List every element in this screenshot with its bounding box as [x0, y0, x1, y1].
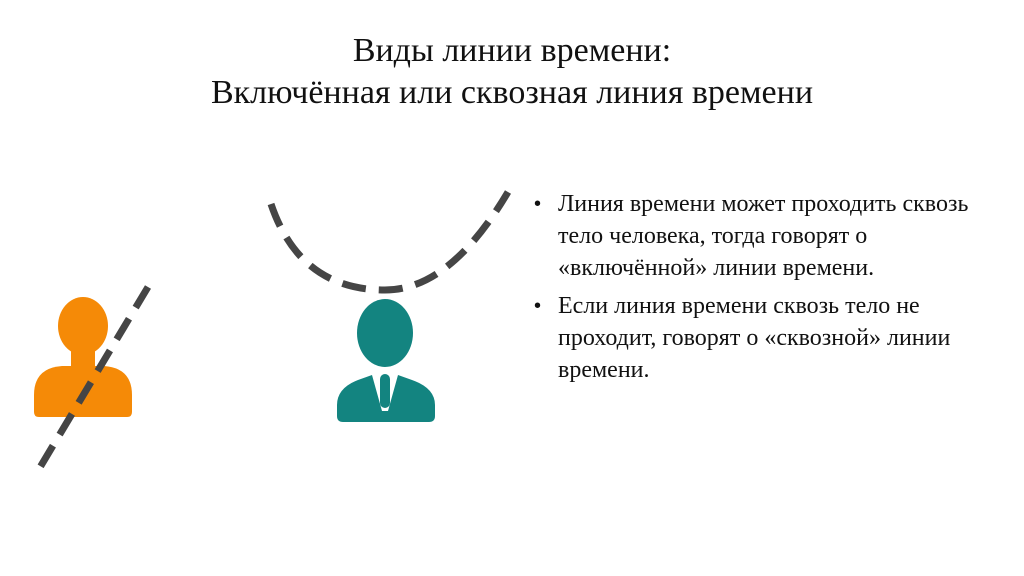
- bullet-icon: •: [534, 193, 542, 215]
- passing-timeline-dashed-arc: [267, 190, 512, 294]
- title-line-2: Включённая или сквозная линия времени: [210, 74, 814, 111]
- bullet-item: • Если линия времени сквозь тело не прох…: [532, 290, 1002, 386]
- bullet-text: Если линия времени сквозь тело не проход…: [558, 293, 951, 383]
- bullet-item: • Линия времени может проходить сквозь т…: [532, 188, 1002, 284]
- slide-title: Виды линии времени: Включённая или сквоз…: [0, 30, 1024, 114]
- bullet-icon: •: [534, 295, 542, 317]
- businessman-icon: [337, 299, 435, 422]
- title-line-1: Виды линии времени:: [352, 32, 672, 69]
- bullet-list: • Линия времени может проходить сквозь т…: [532, 188, 1002, 392]
- bullet-text: Линия времени может проходить сквозь тел…: [558, 191, 969, 281]
